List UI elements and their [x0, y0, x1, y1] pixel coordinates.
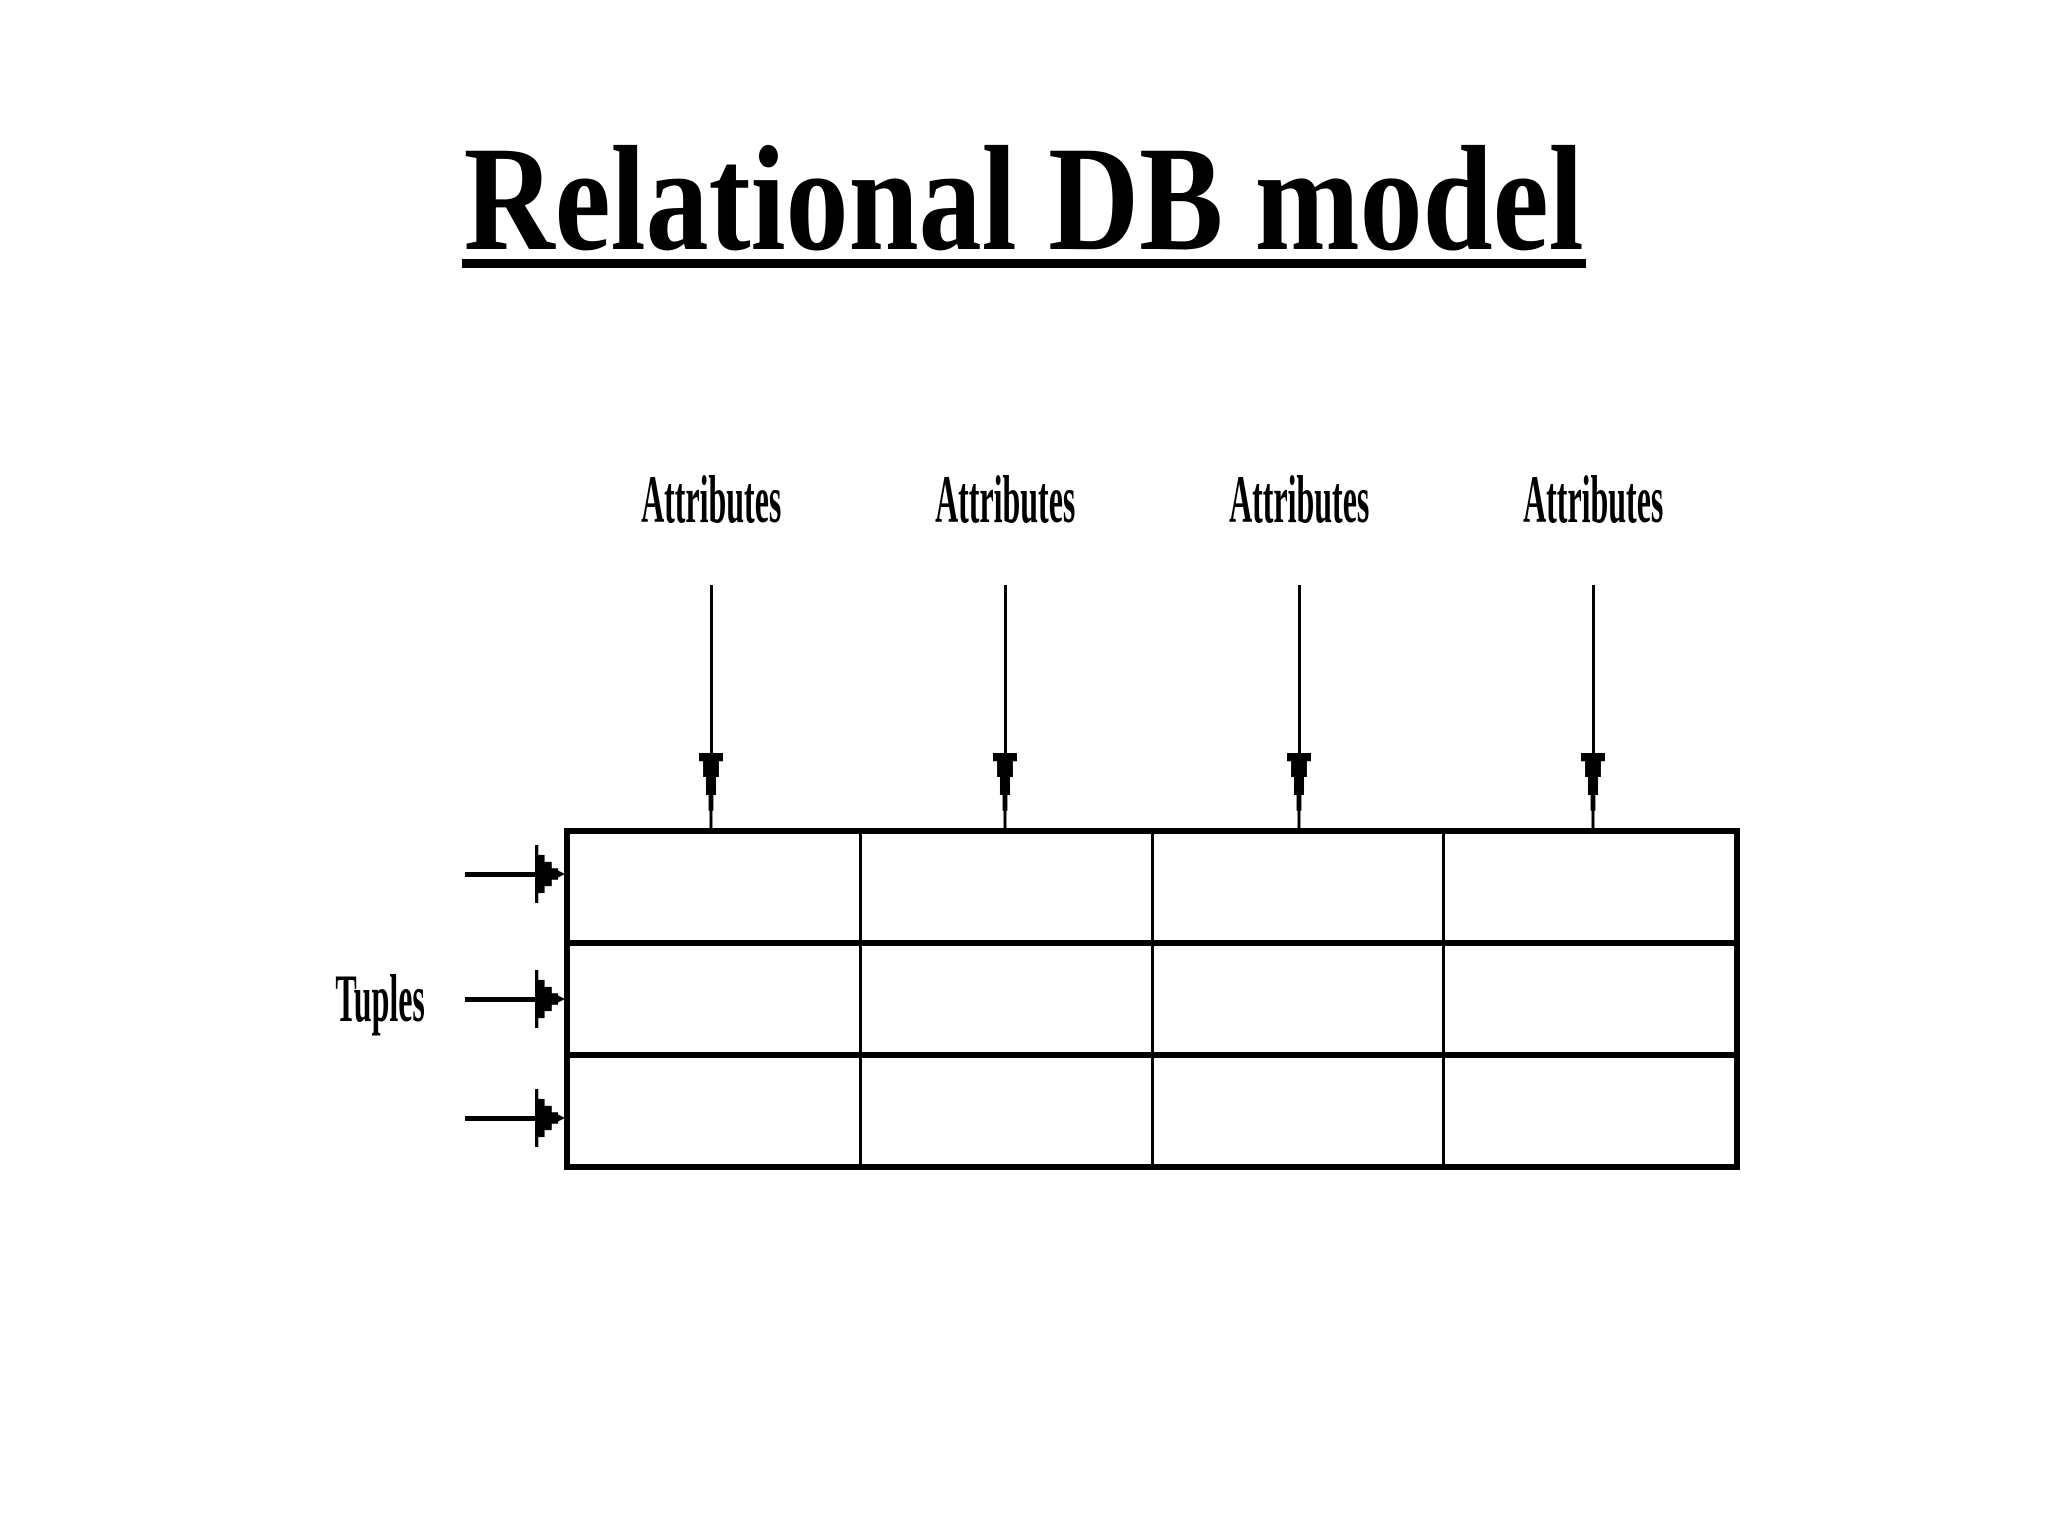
tuple-right-arrow-icon-3 — [465, 1089, 565, 1147]
table-cell — [570, 1058, 859, 1164]
table-cell — [858, 1058, 1151, 1164]
tuples-label: Tuples — [230, 964, 530, 1032]
arrow-shaft — [465, 996, 537, 1002]
arrow-shaft — [1591, 585, 1595, 757]
table-cell — [858, 946, 1151, 1052]
attributes-label-4: Attributes — [1443, 465, 1743, 533]
table-cell — [1442, 834, 1734, 940]
page-title: Relational DB model — [0, 124, 2048, 274]
table-row — [570, 834, 1734, 940]
table-row — [570, 1052, 1734, 1164]
table-cell — [1150, 946, 1443, 1052]
arrow-head — [699, 753, 723, 828]
table-cell — [1150, 834, 1443, 940]
page-title-text: Relational DB model — [464, 116, 1584, 282]
arrow-head — [535, 970, 565, 1028]
table-cell — [858, 834, 1151, 940]
attributes-label-3: Attributes — [1149, 465, 1449, 533]
attributes-label-2-text: Attributes — [934, 461, 1076, 537]
arrow-shaft — [465, 871, 537, 877]
table-cell — [1150, 1058, 1443, 1164]
arrow-shaft — [709, 585, 713, 757]
attribute-down-arrow-icon-2 — [993, 585, 1017, 828]
tuples-label-text: Tuples — [335, 960, 425, 1036]
attributes-label-1-text: Attributes — [640, 461, 782, 537]
arrow-shaft — [1297, 585, 1301, 757]
table-row — [570, 940, 1734, 1052]
attribute-down-arrow-icon-4 — [1581, 585, 1605, 828]
table-cell — [1442, 1058, 1734, 1164]
table-cell — [570, 834, 859, 940]
arrow-head — [535, 845, 565, 903]
title-underline — [462, 259, 1586, 268]
arrow-head — [1287, 753, 1311, 828]
table-cell — [1442, 946, 1734, 1052]
arrow-shaft — [1003, 585, 1007, 757]
attributes-label-1: Attributes — [561, 465, 861, 533]
table-cell — [570, 946, 859, 1052]
attributes-label-3-text: Attributes — [1228, 461, 1370, 537]
attributes-label-2: Attributes — [855, 465, 1155, 533]
arrow-shaft — [465, 1115, 537, 1121]
tuple-right-arrow-icon-2 — [465, 970, 565, 1028]
attribute-down-arrow-icon-3 — [1287, 585, 1311, 828]
arrow-head — [993, 753, 1017, 828]
arrow-head — [1581, 753, 1605, 828]
arrow-head — [535, 1089, 565, 1147]
tuple-right-arrow-icon-1 — [465, 845, 565, 903]
relation-table — [564, 828, 1740, 1170]
attribute-down-arrow-icon-1 — [699, 585, 723, 828]
attributes-label-4-text: Attributes — [1522, 461, 1664, 537]
